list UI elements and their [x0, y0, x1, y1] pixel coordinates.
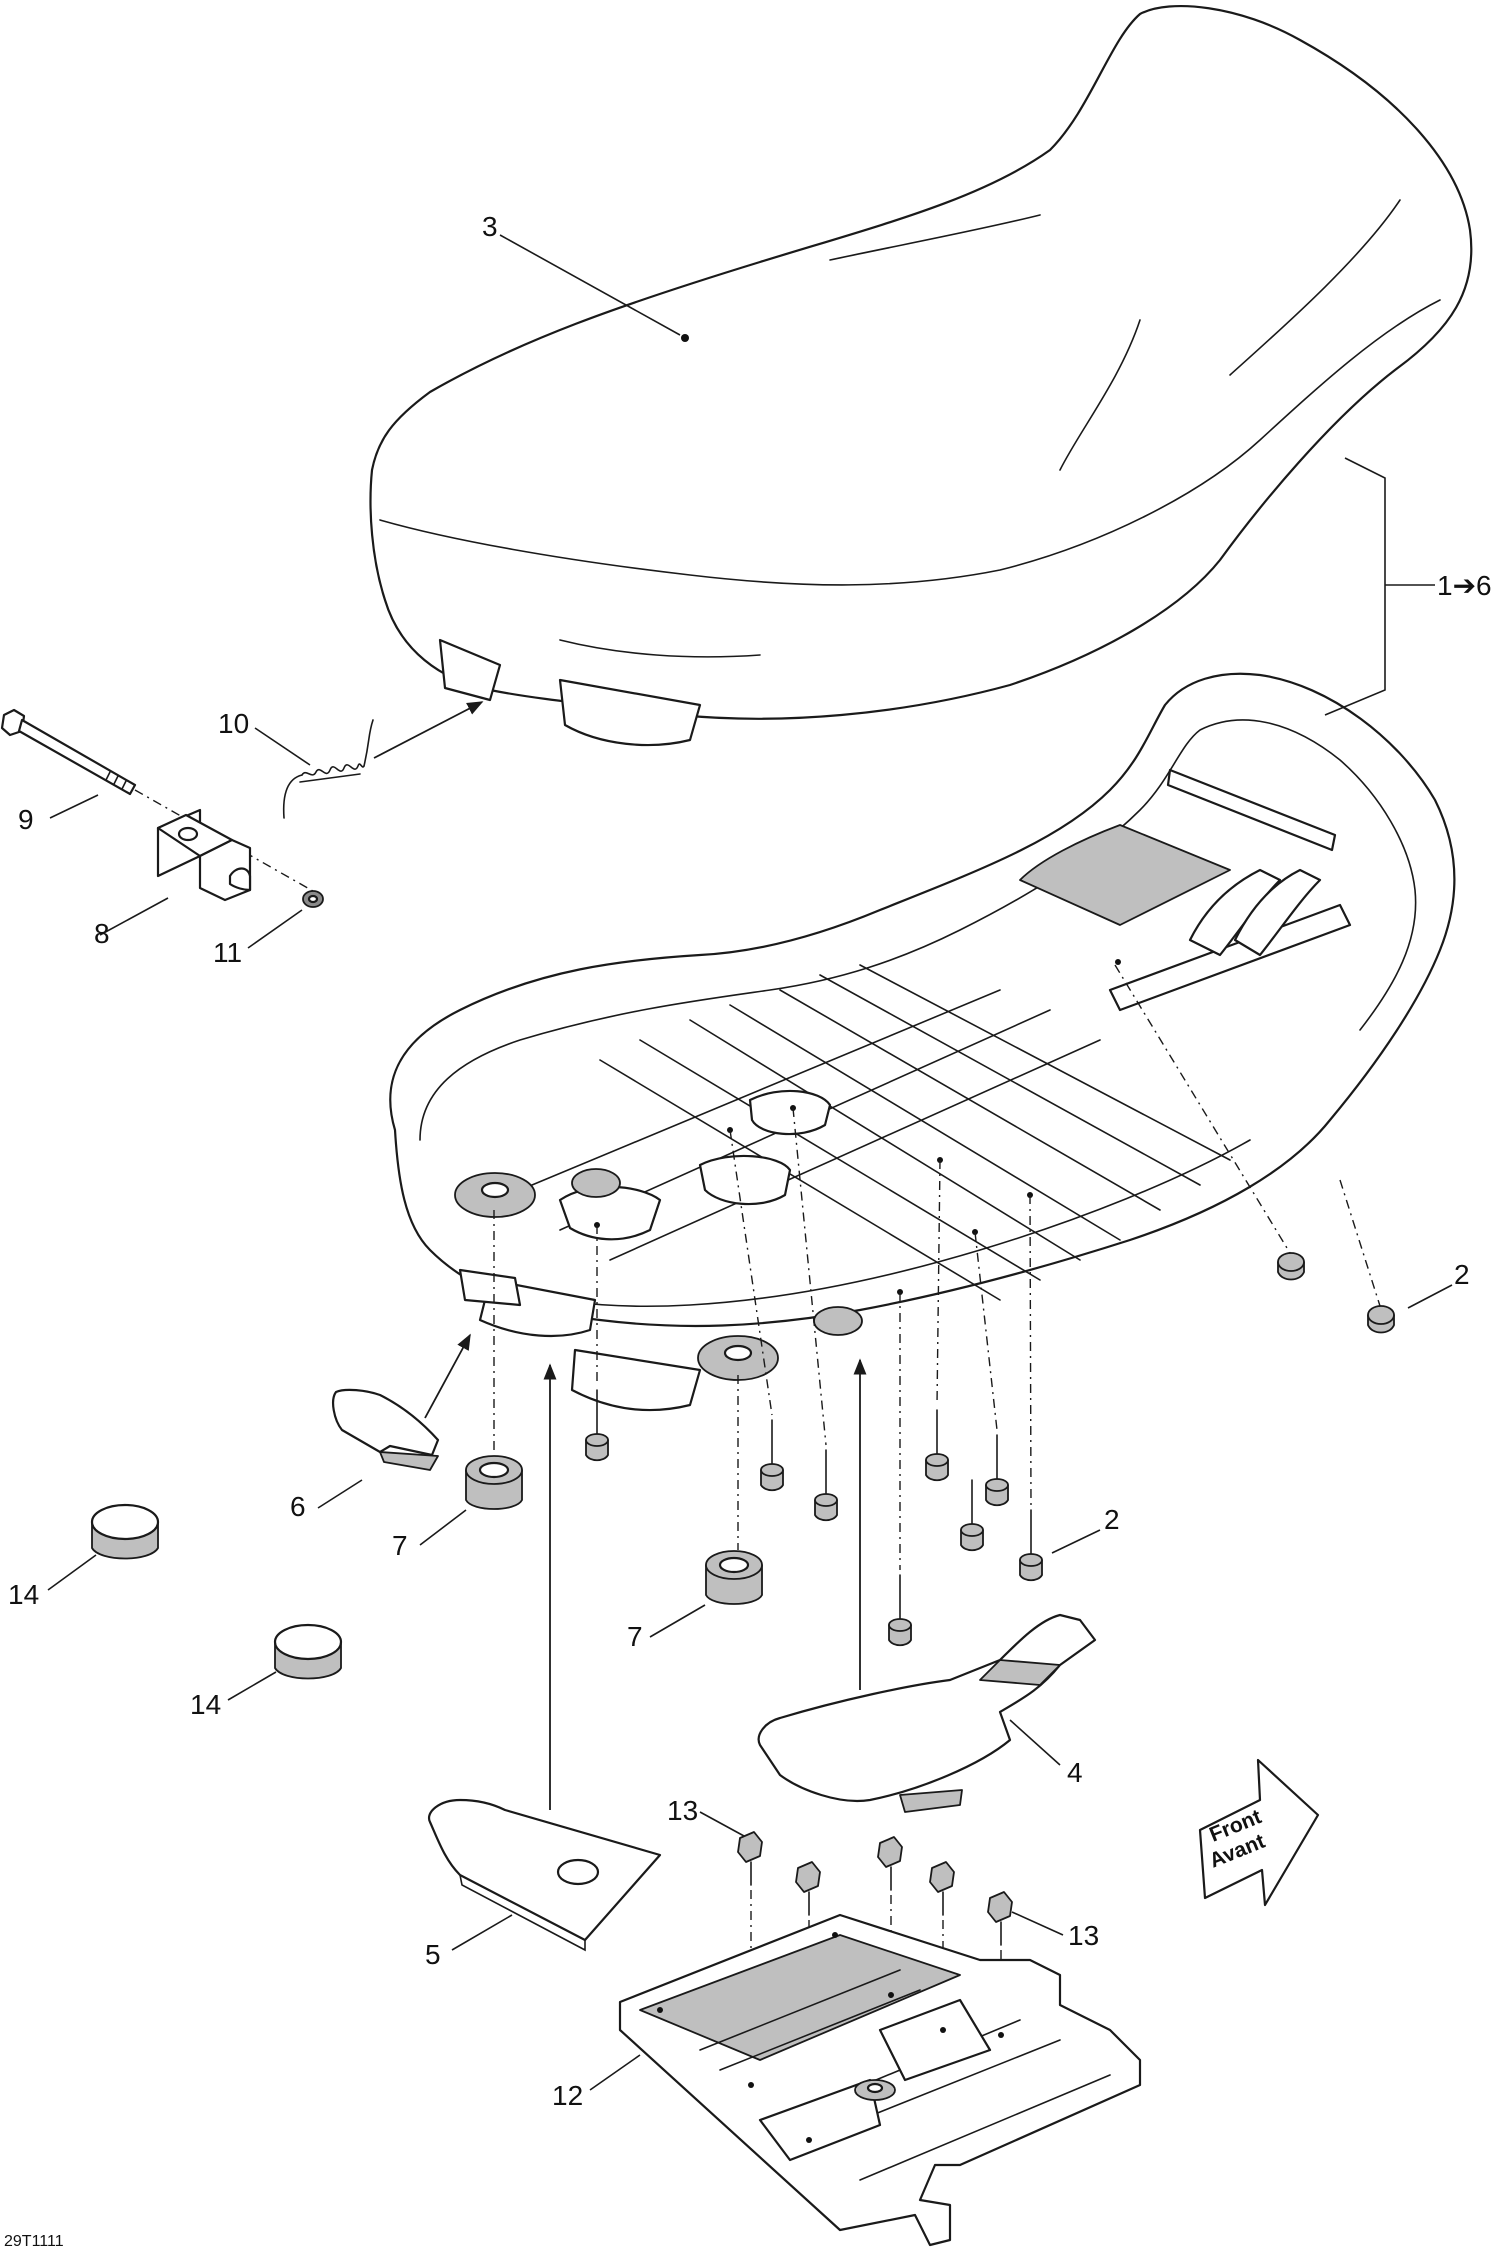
callout-washer: 11 [213, 937, 242, 968]
callout-nut-lower: 7 [627, 1621, 643, 1652]
callout-screws-right: 13 [1068, 1920, 1099, 1951]
cap-lower-part [273, 1623, 343, 1680]
callout-seat: 3 [482, 211, 498, 242]
group-label: 1➔6 [1437, 570, 1492, 601]
front-direction-arrow: Front Avant [1198, 1758, 1320, 1907]
grommet-lower-part [585, 1389, 1043, 1647]
callout-bolt: 9 [18, 804, 34, 835]
spring-part [282, 719, 374, 819]
drawing-code: 29T1111 [4, 2233, 64, 2250]
nut-lower-part [705, 1550, 763, 1605]
callout-cap-lower: 14 [190, 1689, 221, 1720]
grommet-right-part [1277, 1252, 1395, 1334]
bracket-part [156, 808, 252, 902]
cover-left-part [332, 1388, 440, 1471]
nut-upper-part [465, 1455, 523, 1510]
callout-screws-upper: 13 [667, 1795, 698, 1826]
cap-upper-part [90, 1503, 160, 1560]
washer-part [302, 890, 324, 908]
callout-rear-pad: 4 [1067, 1757, 1083, 1788]
screws-part [737, 1831, 1013, 1946]
seat-cushion-part [369, 5, 1473, 747]
seat-base-part [389, 672, 1456, 1412]
callout-cover-left: 6 [290, 1491, 306, 1522]
front-pad-part [427, 1798, 662, 1952]
callout-bracket: 8 [94, 918, 110, 949]
callout-front-pad: 5 [425, 1939, 441, 1970]
callout-grommet-lower: 2 [1104, 1504, 1120, 1535]
callout-nut-upper: 7 [392, 1530, 408, 1561]
callout-cap-upper: 14 [8, 1579, 39, 1610]
skid-plate-part [618, 1913, 1142, 2247]
callout-grommet-right: 2 [1454, 1259, 1470, 1290]
callout-spring: 10 [218, 708, 249, 739]
rear-pad-part [757, 1613, 1097, 1813]
bolt-part [0, 708, 137, 796]
callout-skid-plate: 12 [552, 2080, 583, 2111]
